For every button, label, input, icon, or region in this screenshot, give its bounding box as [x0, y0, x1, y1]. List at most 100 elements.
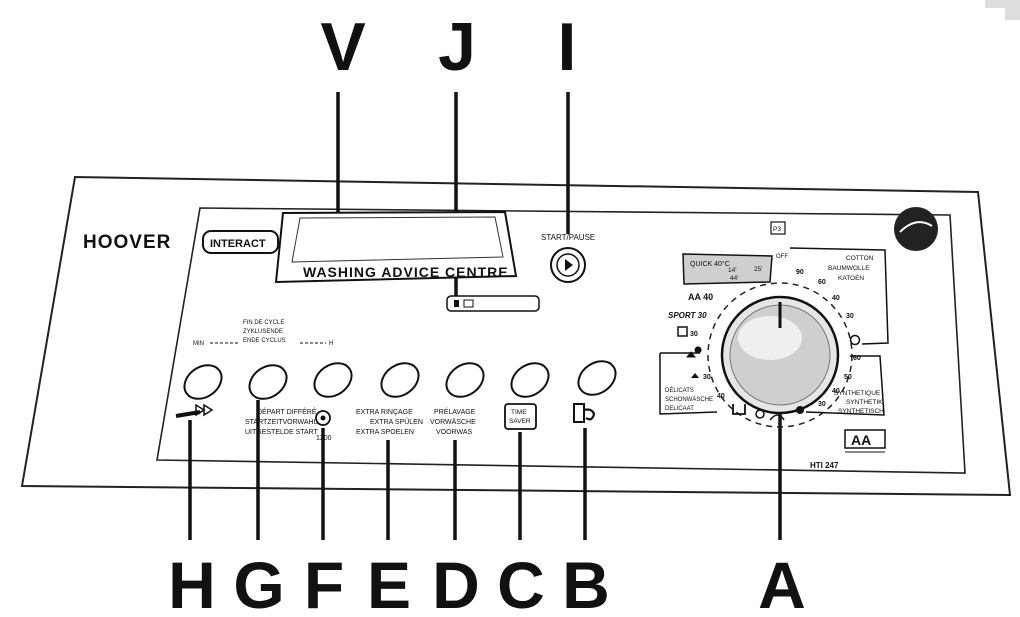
start-pause-inner: [556, 253, 580, 277]
button-G[interactable]: [243, 358, 293, 406]
end-cycle-line-1: FIN DE CYCLE: [243, 320, 284, 326]
start-pause-label: START/PAUSE: [541, 233, 595, 242]
callout-A: A: [758, 548, 806, 617]
delay-start-line-2: STARTZEITVORWAHL: [245, 419, 318, 426]
cotton-line-2: BAUMWOLLE: [828, 265, 870, 272]
page-corner-mark: [985, 0, 1020, 20]
off-box-label: P3: [773, 226, 781, 233]
lock-icon: [463, 299, 474, 308]
cotton-temp-30: 30: [846, 313, 854, 320]
timeline-min: MIN: [193, 341, 204, 347]
brand-logo: HOOVER: [83, 232, 171, 253]
display-caption: WASHING ADVICE CENTRE: [303, 264, 509, 280]
stain-tap-icon: [573, 403, 596, 423]
time-saver-line-2: SAVER: [509, 418, 531, 425]
synth-temp-40: 40: [832, 388, 840, 395]
button-B[interactable]: [572, 354, 622, 402]
timeline-max: H: [329, 341, 333, 347]
cotton-line-3: KATOEN: [838, 275, 864, 282]
callout-B: B: [562, 548, 610, 617]
callout-C: C: [497, 548, 545, 617]
quick-wash-box: [682, 253, 773, 285]
callout-J: J: [438, 9, 476, 85]
synthetics-line-3: SYNTHETISCH: [838, 408, 884, 415]
quick-time-1: 14': [728, 267, 736, 274]
synth-temp-30: 30: [818, 401, 826, 408]
hand-wash-30: 30: [690, 331, 698, 338]
synth-spin-icon: [796, 406, 804, 414]
programme-dial-area: [707, 282, 853, 428]
end-cycle-line-3: ENDE CYCLUS: [243, 338, 286, 344]
prewash-line-1: PRÉLAVAGE: [434, 407, 476, 416]
eco-icon: [849, 334, 861, 346]
cotton-line-1: COTTON: [846, 255, 874, 262]
hoover-emblem: [894, 207, 938, 251]
door-lock-indicator: [446, 295, 540, 312]
quick-time-3: 25': [754, 266, 762, 273]
off-box: [770, 221, 786, 235]
panel-outline: [20, 175, 1012, 497]
spin-only-icon: [755, 409, 765, 419]
delay-start-line-1: DÉPART DIFFÉRÉ: [257, 407, 317, 416]
delicate-temp-30: 30: [703, 374, 711, 381]
quick-label: QUICK 40°C: [690, 260, 730, 268]
delicates-line-1: DÉLICATS: [665, 387, 694, 394]
drain-icon: [732, 404, 746, 415]
end-cycle-line-2: ZYKLUSENDE: [243, 329, 283, 335]
interact-logo: INTERACT: [210, 238, 266, 250]
delicates-line-3: DELICAAT: [665, 406, 694, 412]
delicates-line-2: SCHONWÄSCHE: [665, 396, 713, 403]
energy-label-box: [844, 429, 886, 449]
button-E[interactable]: [375, 356, 425, 404]
energy-label: AA: [851, 432, 871, 448]
synthetics-line-1: SYNTHETIQUE: [834, 390, 881, 397]
extra-rinse-line-2: EXTRA SPÜLEN: [370, 418, 423, 426]
cotton-temp-60: 60: [818, 279, 826, 286]
button-F[interactable]: [308, 356, 358, 404]
callout-H: H: [168, 548, 216, 617]
knob-highlight: [738, 316, 802, 360]
aa-40-label: AA 40: [688, 292, 713, 302]
cotton-bracket: [789, 247, 889, 345]
play-icon: [565, 259, 573, 271]
sport-30-label: SPORT 30: [668, 311, 707, 320]
delicate-icon: [691, 373, 699, 378]
button-C[interactable]: [505, 356, 555, 404]
interact-logo-frame: [202, 230, 279, 254]
callout-I: I: [558, 9, 577, 85]
synthetics-bracket: [805, 355, 885, 416]
synth-temp-60: 60: [853, 355, 861, 362]
quick-time-2: 44': [730, 275, 738, 282]
callout-G: G: [233, 548, 284, 617]
off-label: OFF: [776, 254, 788, 260]
spin-icon: [315, 410, 331, 426]
spin-icon-center: [320, 415, 326, 421]
button-D[interactable]: [440, 356, 490, 404]
door-lock-led: [454, 300, 459, 307]
callout-E: E: [367, 548, 411, 617]
cotton-temp-40: 40: [832, 295, 840, 302]
panel-inner-outline: [156, 207, 966, 474]
cotton-temp-90: 90: [796, 269, 804, 276]
callout-F: F: [304, 548, 344, 617]
prewash-line-3: VOORWAS: [436, 429, 473, 436]
wool-icon: [685, 346, 702, 358]
hand-wash-icon: [677, 326, 688, 337]
button-H[interactable]: [178, 358, 228, 406]
fast-forward-icon: [175, 403, 214, 418]
synthetics-line-2: SYNTHETIK: [846, 399, 883, 406]
time-saver-line-1: TIME: [511, 409, 527, 416]
model-number: HTI 247: [810, 461, 839, 470]
prewash-line-2: VORWÄSCHE: [430, 418, 476, 426]
display-window: [274, 210, 518, 284]
delicates-bracket: [659, 353, 718, 415]
extra-rinse-line-3: EXTRA SPOELEN: [356, 429, 414, 436]
time-saver-badge: [504, 403, 537, 430]
delay-start-line-3: UITGESTELDE START: [245, 429, 319, 436]
synth-temp-50: 50: [844, 374, 852, 381]
hoover-emblem-mark: [899, 221, 933, 233]
rinse-icon: [769, 414, 785, 421]
delicate-temp-40: 40: [717, 393, 725, 400]
callout-V: V: [320, 9, 365, 85]
